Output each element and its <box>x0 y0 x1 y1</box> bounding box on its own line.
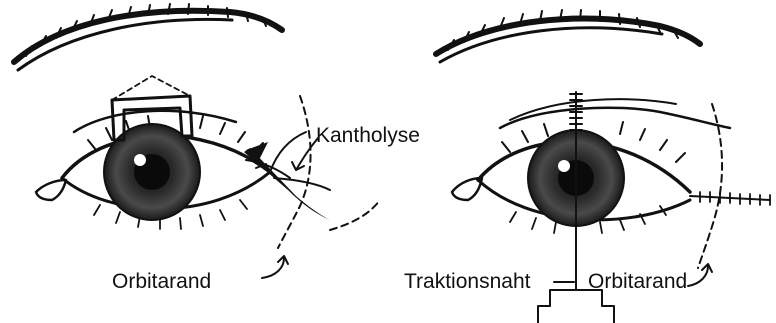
label-kantholyse: Kantholyse <box>316 124 420 147</box>
label-left-orbitarand: Orbitarand <box>112 270 211 293</box>
right-orbitarand-pointer <box>688 264 712 286</box>
right-upper-lid <box>500 99 730 128</box>
left-iris <box>104 124 200 220</box>
left-medial-canthus <box>36 180 66 200</box>
label-traktionsnaht: Traktionsnaht <box>404 270 531 293</box>
right-lateral-suture-line <box>690 192 770 205</box>
left-orbitarand-pointer <box>262 256 288 278</box>
left-eyebrow <box>14 4 282 70</box>
right-orbital-rim-dashed <box>698 104 722 268</box>
left-kantholyse-pointer <box>292 138 318 170</box>
right-eyebrow <box>436 10 700 62</box>
left-orbital-rim-dashed <box>278 96 380 248</box>
label-right-orbitarand: Orbitarand <box>588 270 687 293</box>
